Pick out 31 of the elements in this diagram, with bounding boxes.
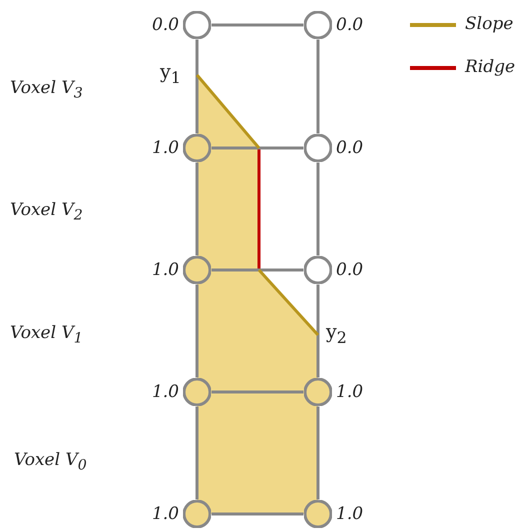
legend-label: Ridge [465,57,516,77]
grid-line [196,284,198,378]
value-label: 1.0 [336,382,364,402]
grid-line [212,268,304,272]
value-label: 0.0 [336,138,364,158]
voxel-label: Voxel V$_{1}$ [10,323,83,348]
grid-line [212,146,304,150]
voxel-label: Voxel V$_{3}$ [10,78,83,104]
grid-line [196,406,198,500]
value-label: 1.0 [152,260,179,280]
value-label: 1.0 [336,504,364,524]
value-label: 0.0 [336,15,364,35]
grid-line [212,512,304,516]
legend-label: Slope [465,14,514,34]
grid-line [316,284,320,378]
grid-line [316,162,320,256]
value-label: 0.0 [152,15,179,35]
grid-line [212,390,304,394]
value-label: 1.0 [152,382,179,402]
value-label: 1.0 [152,138,179,158]
value-label: 1.0 [152,504,179,524]
value-label: 0.0 [336,260,364,280]
grid-line [196,162,198,256]
voxel-label: Voxel V$_{2}$ [10,200,83,226]
point-label: y$_{1}$ [160,62,181,88]
grid-line [212,24,304,26]
grid-line [196,40,198,134]
point-label: y$_{2}$ [326,322,347,348]
grid-line [316,40,320,134]
grid-line [316,406,320,500]
voxel-label: Voxel V$_{0}$ [14,450,87,476]
